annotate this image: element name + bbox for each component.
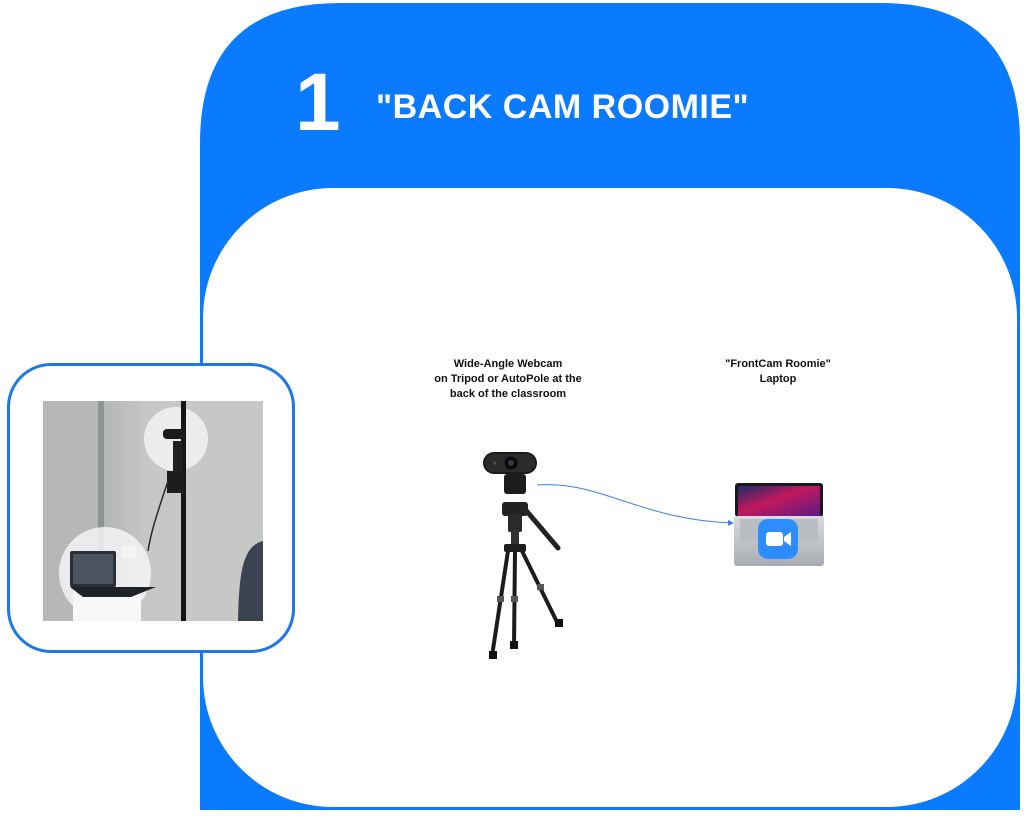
classroom-photo-image <box>43 401 263 621</box>
step-card <box>200 3 1020 810</box>
webcam-label: Wide-Angle Webcam on Tripod or AutoPole … <box>434 358 582 400</box>
tripod-icon <box>489 502 563 659</box>
laptop-label: "FrontCam Roomie" Laptop <box>725 358 831 385</box>
card-background <box>200 3 1020 810</box>
step-title: "BACK CAM ROOMIE" <box>376 88 750 126</box>
step-number: 1 <box>295 57 341 148</box>
webcam-icon <box>483 452 537 494</box>
video-camera-icon <box>758 519 798 559</box>
classroom-photo <box>43 401 263 621</box>
